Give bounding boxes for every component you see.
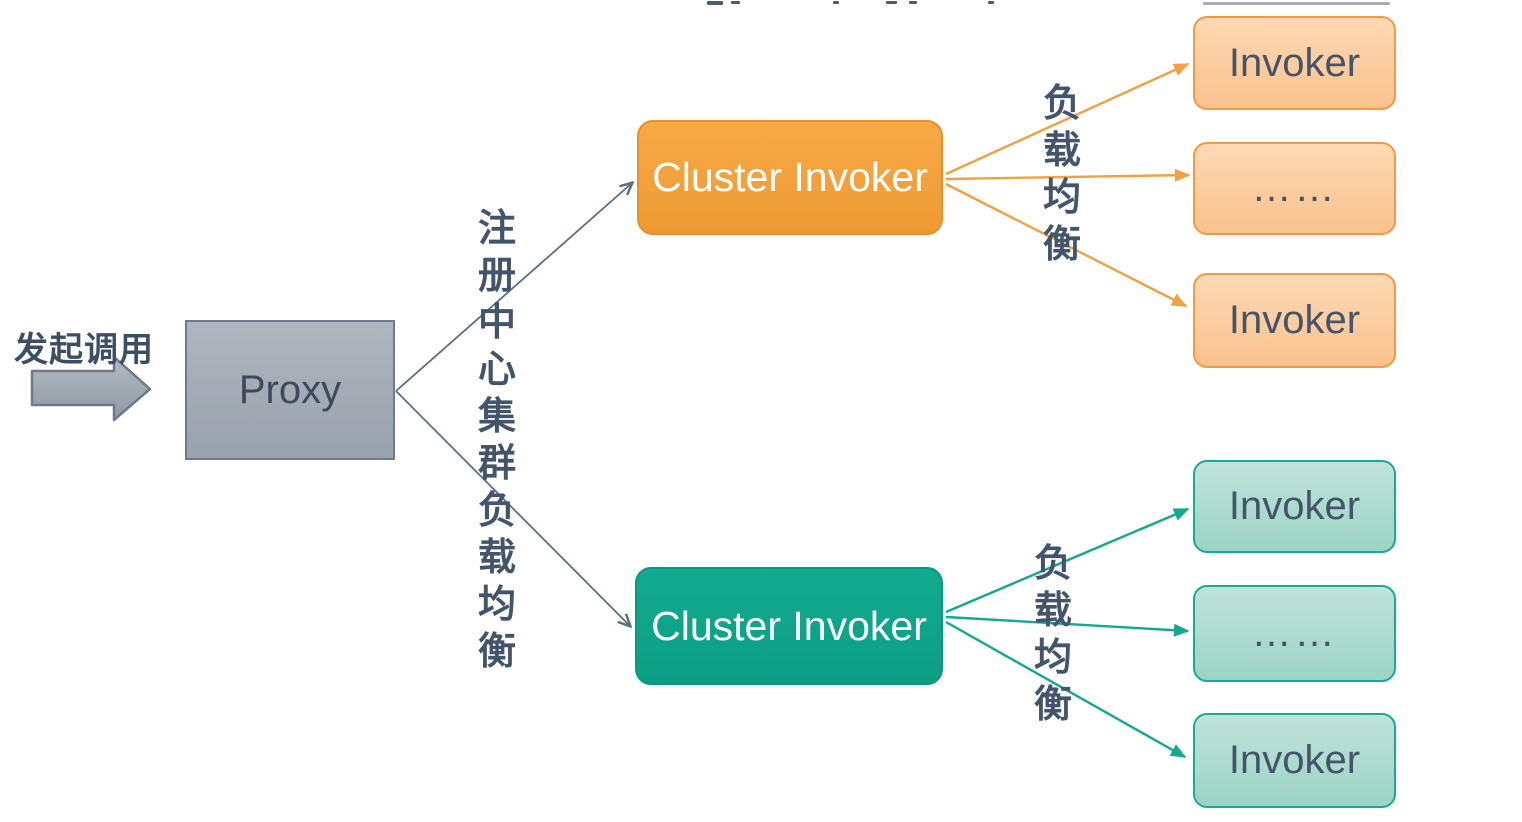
invoker-label: Invoker [1228,40,1361,85]
proxy-node: Proxy [185,320,395,460]
connector-cluster-bottom-invoker-2 [945,615,1190,637]
cropped-text-fragment [909,1,917,4]
cluster-invoker-top-label: Cluster Invoker [652,154,928,200]
connector-cluster-top-invoker-1 [945,62,1190,176]
invoker-node: Invoker [1193,460,1396,553]
cropped-shape-edge [1203,2,1390,5]
proxy-label: Proxy [238,367,342,412]
ellipsis-label: …… [1251,611,1338,655]
invoker-node: Invoker [1193,16,1396,110]
connector-cluster-bottom-invoker-3 [945,620,1187,759]
cropped-text-fragment [833,1,839,4]
load-balance-note-top: 负载均衡 [1042,83,1081,266]
connector-proxy-to-cluster-bottom [395,390,630,626]
invoker-node-ellipsis: …… [1193,142,1396,235]
registry-cluster-note: 注册中心集群负载均衡 [477,208,516,673]
invoker-node: Invoker [1193,713,1396,808]
cluster-invoker-bottom-node: Cluster Invoker [635,567,943,685]
connector-cluster-top-invoker-2 [945,168,1191,182]
caller-label: 发起调用 [14,331,154,369]
cropped-text-fragment [886,1,897,4]
connector-cluster-bottom-invoker-1 [945,507,1190,614]
invoker-label: Invoker [1228,738,1361,782]
load-balance-note-bottom: 负载均衡 [1033,543,1072,726]
cropped-text-fragment [731,1,740,4]
invoker-label: Invoker [1228,298,1361,342]
invoker-label: Invoker [1228,484,1361,528]
cluster-invoker-top-node: Cluster Invoker [637,120,943,235]
connector-proxy-to-cluster-top [395,183,632,392]
call-arrow-icon [30,355,152,422]
cropped-text-fragment [988,1,994,4]
invoker-node-ellipsis: …… [1193,585,1396,682]
cropped-text-fragment [707,1,723,5]
invoker-node: Invoker [1193,273,1396,368]
connector-cluster-top-invoker-3 [945,182,1188,308]
ellipsis-label: …… [1251,166,1338,210]
cluster-invoker-bottom-label: Cluster Invoker [651,602,927,649]
